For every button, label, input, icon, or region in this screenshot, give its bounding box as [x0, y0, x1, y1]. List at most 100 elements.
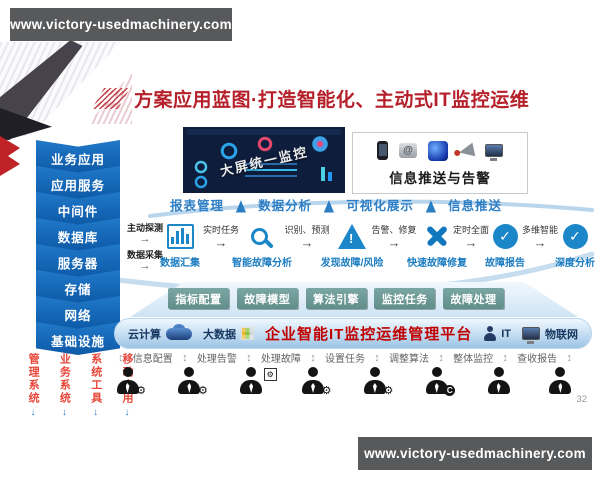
app-icon: [428, 140, 448, 161]
user-badge-icon: C: [425, 367, 456, 396]
user-gear-icon: ⚙: [363, 367, 393, 397]
flow-transition-label: 实时任务: [202, 225, 239, 235]
tag-label: 云计算: [128, 328, 161, 341]
channel-label: 业务系统: [58, 353, 71, 405]
website-banner-top: www.victory-usedmachinery.com: [10, 8, 232, 41]
arrow-up-icon: ▲: [422, 192, 440, 217]
fault-flow: 数据汇集 实时任务 → 智能故障分析 识别、预测 → ! 发现故障/风险 告警、…: [128, 222, 595, 280]
warning-icon: !: [338, 223, 366, 249]
page-number: 32: [576, 394, 587, 405]
action-handle-fault: 处理故障: [260, 354, 301, 365]
flow-transition-label: 告警、修复: [371, 225, 417, 235]
module-fault-handling: 故障处理: [443, 288, 504, 309]
tag-big-data: 大数据: [203, 326, 254, 342]
flow-step-find-fault: ! 发现故障/风险: [317, 222, 387, 269]
flow-step-deep-analysis: ✓ 深度分析: [540, 222, 600, 269]
flow-step-label: 故障报告: [485, 258, 525, 269]
computer-icon: [522, 327, 540, 344]
module-indicator-config: 指标配置: [168, 288, 229, 309]
website-banner-bottom: www.victory-usedmachinery.com: [358, 437, 592, 470]
channel-management-system: 管理系统 ↓: [27, 353, 39, 418]
computer-icon: [485, 144, 503, 161]
tag-label: 物联网: [545, 328, 578, 341]
tie: [187, 383, 192, 393]
tag-cloud-computing: 云计算: [128, 323, 192, 342]
flow-step-data-aggregation: 数据汇集: [145, 222, 215, 269]
flow-step-label: 快速故障修复: [407, 258, 467, 269]
flow-step-fault-analysis: 智能故障分析: [227, 222, 297, 269]
tie: [311, 383, 316, 393]
cloud-icon: [166, 323, 192, 340]
module-row: 指标配置 故障模型 算法引擎 监控任务 故障处理: [168, 288, 504, 309]
platform-bar: 云计算 大数据 企业智能IT监控运维管理平台 IT 物联网: [114, 318, 592, 349]
alert-icon-row: @: [377, 140, 503, 162]
flow-step-label: 发现故障/风险: [320, 258, 384, 269]
phone-icon: [377, 141, 388, 160]
arrow-updown-icon: ↕: [502, 351, 508, 364]
user-board-icon: ⚙: [240, 367, 277, 394]
capability-visualization: 可视化展示: [346, 199, 414, 213]
arrow-updown-icon: ↕: [374, 351, 380, 364]
tag-label: IT: [501, 327, 512, 340]
action-set-task: 设置任务: [324, 354, 365, 365]
dashboard-watermark: 大屏统一监控: [218, 143, 310, 179]
tie: [558, 383, 563, 393]
flow-transition-label: 定时全面: [452, 225, 489, 235]
flow-transition-label: 识别、预测: [284, 225, 330, 235]
title-hatch-icon: [91, 88, 131, 109]
tie: [125, 383, 130, 393]
it-user-icon: [483, 326, 496, 341]
flow-input-label: 主动探测: [126, 223, 163, 233]
user-gear-icon: ⚙: [116, 367, 146, 397]
tie: [249, 383, 254, 393]
dashboard-preview: 大屏统一监控: [183, 127, 345, 193]
flow-step-label: 智能故障分析: [232, 258, 292, 269]
arrow-right-icon: →: [464, 235, 478, 250]
arrow-updown-icon: ↕: [182, 351, 188, 364]
module-monitor-task: 监控任务: [374, 288, 436, 309]
flow-transition-scheduled: 定时全面 →: [443, 223, 499, 250]
arrow-up-icon: ▲: [232, 192, 250, 217]
exclamation-glyph: !: [349, 230, 354, 246]
gear-icon: ⚙: [383, 385, 394, 397]
check-icon: ✓: [492, 223, 518, 249]
check-icon: ✓: [562, 223, 588, 249]
arrow-updown-icon: ↕: [566, 351, 572, 364]
tag-it: IT: [483, 326, 511, 341]
arrow-right-icon: →: [139, 233, 151, 245]
flow-step-quick-repair: 快速故障修复: [402, 222, 472, 269]
gear-icon: ⚙: [197, 385, 208, 397]
flow-transition-realtime: 实时任务 →: [193, 223, 249, 250]
arrow-right-icon: →: [300, 235, 314, 250]
flow-step-label: 深度分析: [555, 258, 595, 269]
arrow-down-icon: ↓: [124, 407, 130, 418]
flow-input-data-collect: 数据采集 →: [122, 248, 168, 272]
flow-input-active-detect: 主动探测 →: [122, 221, 168, 245]
gear-icon: ⚙: [136, 385, 146, 397]
flow-step-label: 数据汇集: [160, 258, 200, 269]
channel-label: 系统工具: [89, 353, 102, 405]
magnifier-icon: [250, 227, 268, 245]
arrow-right-icon: →: [387, 235, 401, 250]
arrow-up-icon: ▲: [320, 192, 338, 217]
tie: [496, 383, 501, 393]
slide-title-row: 方案应用蓝图·打造智能化、主动式IT监控运维: [91, 85, 529, 112]
arrow-down-icon: ↓: [61, 407, 67, 418]
channel-business-system: 业务系统 ↓: [58, 353, 70, 418]
arrow-updown-icon: ↕: [118, 351, 124, 364]
user-action-row: ↕ 信息配置 ↕ 处理告警 ↕ 处理故障 ↕ 设置任务 ↕ 调整算法 ↕ 整体监…: [118, 350, 572, 366]
platform-title: 企业智能IT监控运维管理平台: [264, 326, 473, 343]
user-icon: [487, 367, 510, 394]
arrow-right-icon: →: [214, 235, 228, 250]
user-gear-icon: ⚙: [302, 367, 332, 397]
tie: [372, 383, 377, 393]
data-grid-icon: [240, 327, 254, 340]
action-adjust-algorithm: 调整算法: [389, 354, 430, 365]
bar-chart-icon: [166, 223, 194, 249]
user-icon: [549, 367, 572, 394]
tag-iot: 物联网: [522, 326, 578, 344]
alert-panel: @ 信息推送与告警: [352, 132, 528, 194]
tag-label: 大数据: [202, 328, 236, 341]
capability-report-mgmt: 报表管理: [170, 199, 225, 213]
